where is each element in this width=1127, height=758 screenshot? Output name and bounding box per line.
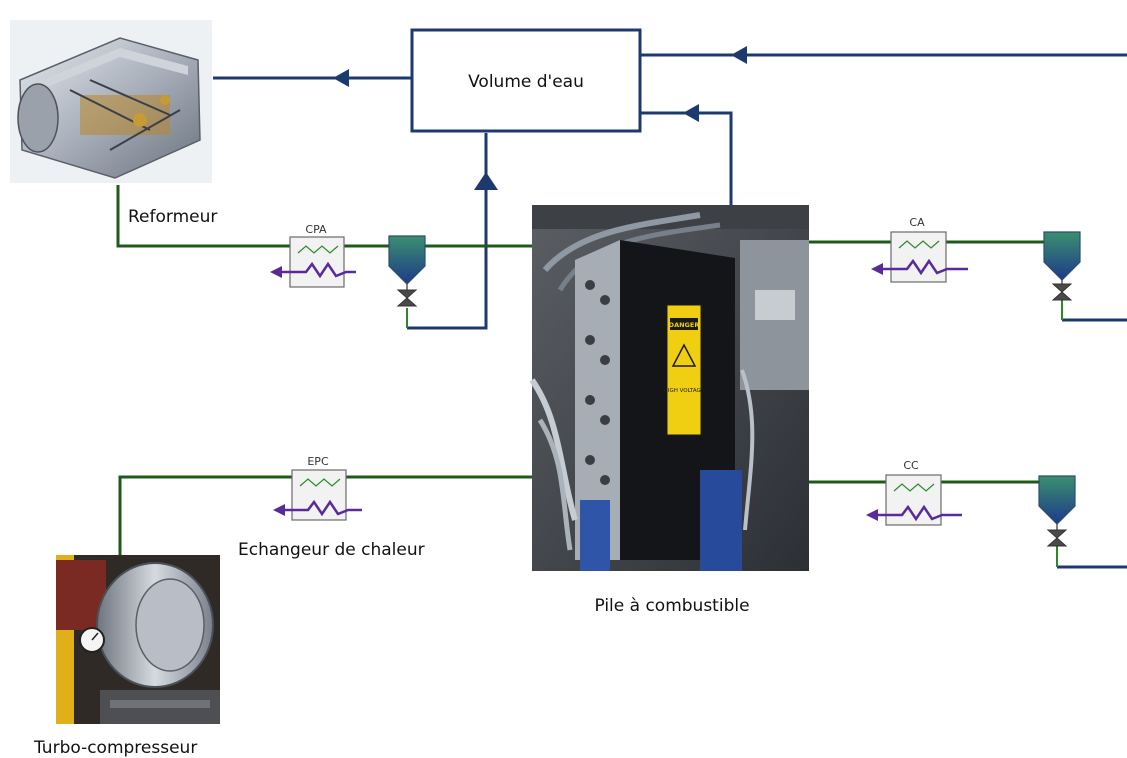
high-voltage-text: HIGH VOLTAGE	[664, 388, 705, 394]
cc-label: CC	[903, 459, 919, 472]
arrow-left-pile-return	[683, 104, 699, 122]
water-arrows	[333, 46, 747, 190]
arrow-left-to-reformer	[333, 69, 349, 87]
separator-cpa	[388, 235, 426, 307]
fuel-cell-label: Pile à combustible	[594, 596, 749, 616]
water-volume-tank: Volume d'eau	[410, 28, 642, 133]
heat-exchanger-ca: CA	[871, 216, 968, 283]
water-line-from-cpa-separator	[407, 133, 488, 330]
ca-label: CA	[909, 216, 925, 229]
fuel-cell-image: DANGER HIGH VOLTAGE	[529, 205, 809, 571]
turbo-compressor-label: Turbo-compresseur	[33, 738, 197, 758]
valve-ca	[1051, 283, 1073, 301]
danger-sign-text: DANGER	[669, 321, 700, 329]
reformer-label: Reformeur	[128, 207, 217, 227]
separator-ca	[1043, 231, 1081, 301]
heat-exchanger-cc: CC	[866, 459, 962, 526]
reformer-image	[10, 20, 212, 183]
cpa-label: CPA	[305, 223, 327, 236]
heat-exchanger-epc: EPC	[273, 455, 362, 521]
valve-cpa	[396, 289, 418, 307]
turbo-compressor-image	[56, 555, 220, 724]
drain-lines	[406, 300, 1063, 567]
gas-line-epc	[118, 475, 532, 555]
water-line-from-pile	[640, 111, 733, 205]
water-lines	[213, 53, 1127, 569]
epc-label: EPC	[307, 455, 329, 468]
heat-exchanger-cpa: CPA	[270, 223, 356, 288]
valve-cc	[1046, 529, 1068, 547]
arrow-left-into-volume	[731, 46, 747, 64]
separator-cc	[1038, 475, 1076, 547]
arrow-up-cpa-return	[474, 172, 498, 190]
water-volume-label: Volume d'eau	[468, 72, 584, 92]
heat-exchanger-label: Echangeur de chaleur	[238, 540, 425, 560]
